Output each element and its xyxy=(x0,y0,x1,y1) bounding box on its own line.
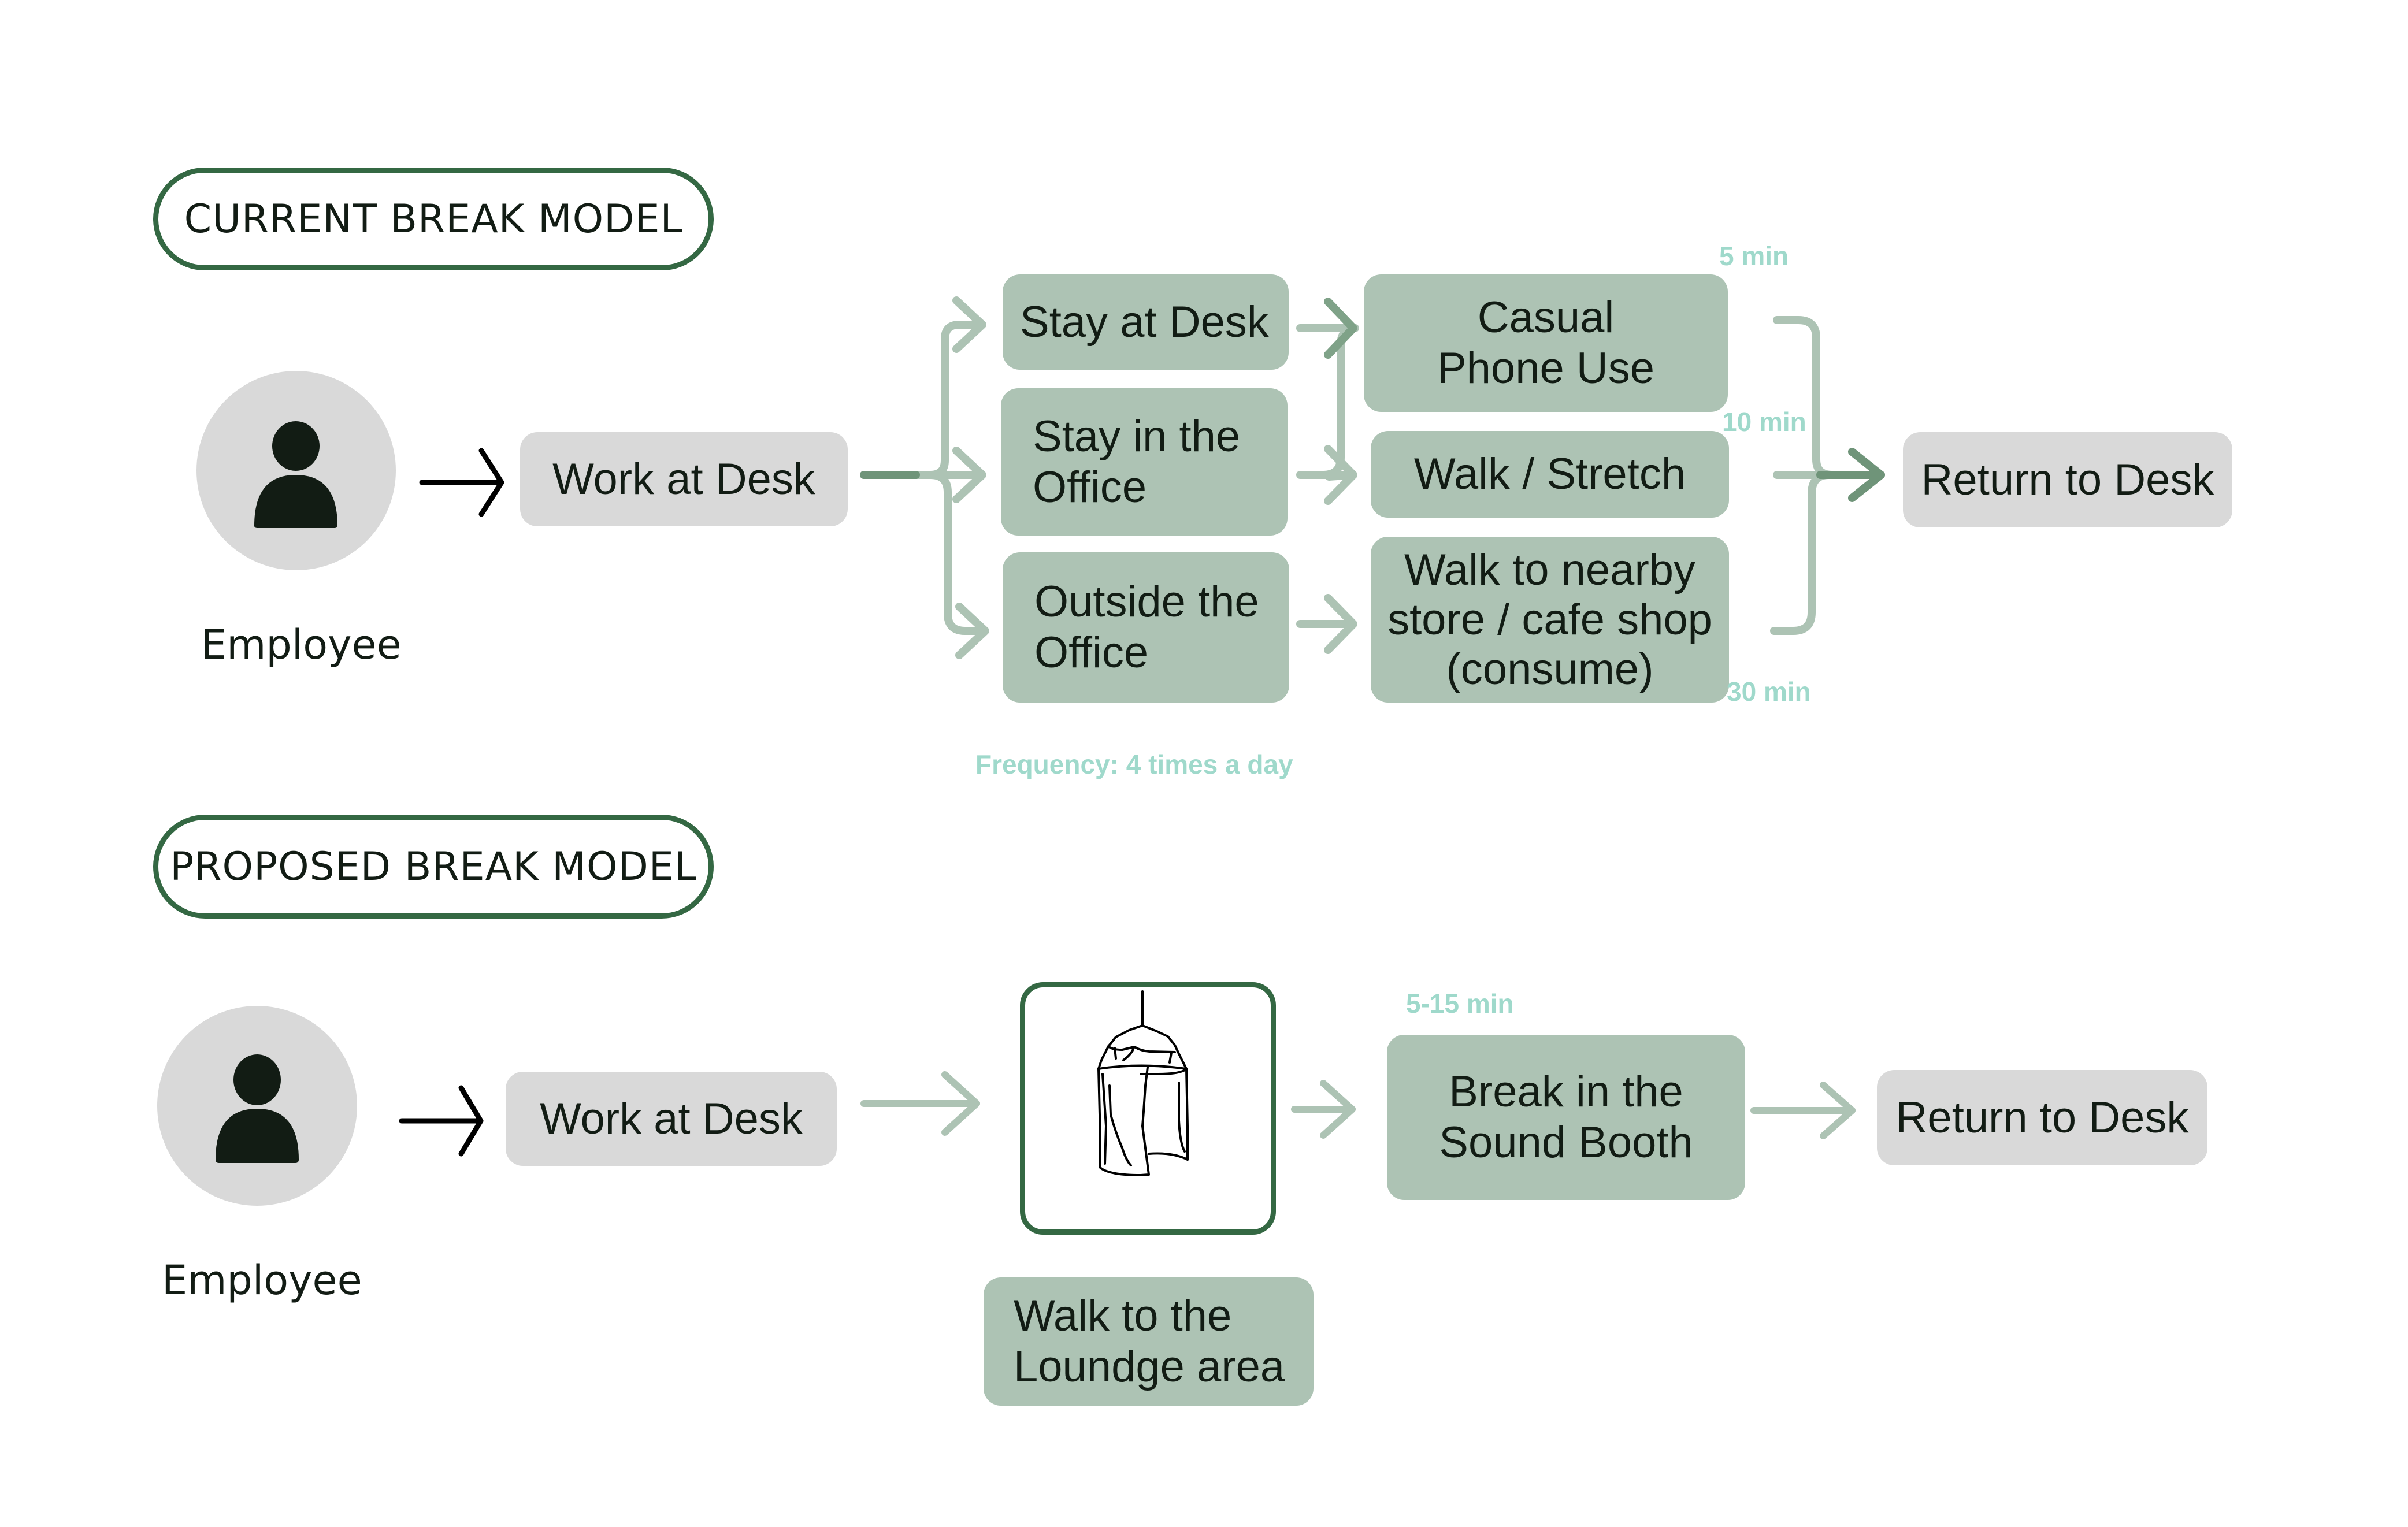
activity-casual-phone-use: Casual Phone Use xyxy=(1364,274,1728,412)
walk-to-lounge-step: Walk to the Loundge area xyxy=(984,1277,1314,1406)
branch-stay-in-office: Stay in the Office xyxy=(1001,388,1288,536)
proposed-model-title: PROPOSED BREAK MODEL xyxy=(153,815,714,919)
duration-5-15-min: 5-15 min xyxy=(1406,989,1514,1019)
activity-walk-to-store: Walk to nearby store / cafe shop (consum… xyxy=(1371,537,1729,703)
activity-walk-stretch: Walk / Stretch xyxy=(1371,431,1729,518)
employee-label-current: Employee xyxy=(201,621,402,668)
person-icon xyxy=(254,421,337,528)
break-in-sound-booth: Break in the Sound Booth xyxy=(1387,1035,1745,1200)
proposed-model-title-text: PROPOSED BREAK MODEL xyxy=(170,844,697,890)
employee-avatar-current xyxy=(196,371,396,570)
employee-avatar-proposed xyxy=(157,1006,357,1206)
branch-stay-at-desk: Stay at Desk xyxy=(1003,274,1289,370)
sound-booth-image-frame xyxy=(1020,982,1276,1235)
branch-outside-office: Outside the Office xyxy=(1003,552,1289,703)
work-at-desk-current: Work at Desk xyxy=(520,432,848,526)
current-model-title: CURRENT BREAK MODEL xyxy=(153,168,714,270)
frequency-note: Frequency: 4 times a day xyxy=(975,749,1293,779)
arrow-employee-to-work-current xyxy=(419,448,504,517)
return-to-desk-proposed: Return to Desk xyxy=(1877,1070,2207,1165)
sound-booth-icon xyxy=(1097,990,1189,1176)
return-to-desk-current: Return to Desk xyxy=(1903,432,2232,527)
person-icon xyxy=(216,1054,299,1163)
proposed-connectors xyxy=(860,1071,1856,1139)
arrow-employee-to-work-proposed xyxy=(399,1085,484,1157)
duration-5-min: 5 min xyxy=(1719,241,1789,271)
branch-to-activity-connectors xyxy=(1296,324,1359,654)
duration-10-min: 10 min xyxy=(1722,407,1806,437)
duration-30-min: 30 min xyxy=(1727,677,1811,707)
work-at-desk-proposed: Work at Desk xyxy=(506,1072,837,1166)
employee-label-proposed: Employee xyxy=(162,1257,362,1304)
current-model-title-text: CURRENT BREAK MODEL xyxy=(184,196,683,242)
